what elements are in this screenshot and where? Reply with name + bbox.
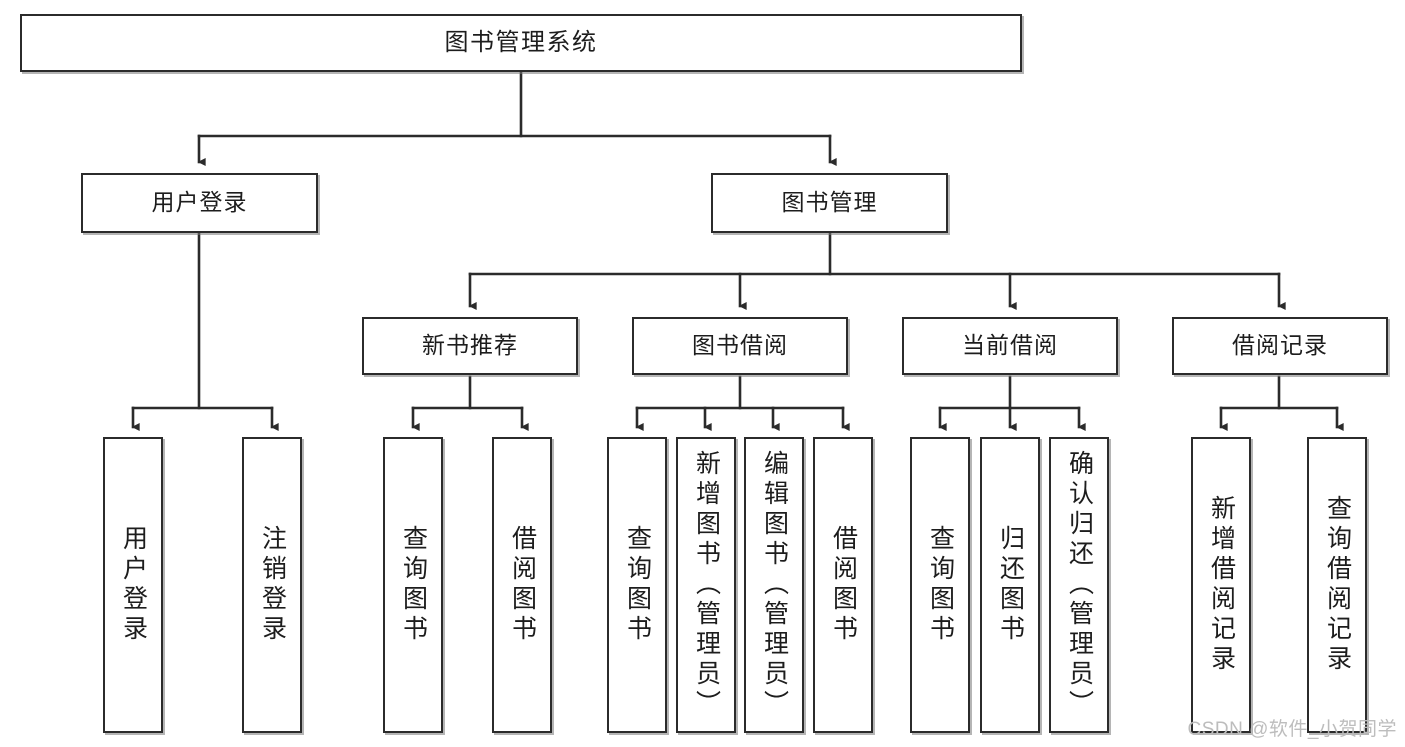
node-label: 查询图书 xyxy=(623,525,652,645)
node-label: 确认归还（管理员） xyxy=(1065,450,1094,720)
node-label: 注销登录 xyxy=(258,525,287,645)
leaf-borrow-book-borrowing[interactable]: 借阅图书 xyxy=(813,437,873,733)
node-borrowing-record[interactable]: 借阅记录 xyxy=(1172,317,1388,375)
node-label: 借阅图书 xyxy=(508,525,537,645)
leaf-borrow-book-recommendation[interactable]: 借阅图书 xyxy=(492,437,552,733)
node-label: 当前借阅 xyxy=(962,332,1058,359)
node-label: 归还图书 xyxy=(996,525,1025,645)
leaf-query-book-current[interactable]: 查询图书 xyxy=(910,437,970,733)
node-label: 图书管理系统 xyxy=(444,28,598,56)
node-label: 新书推荐 xyxy=(422,332,518,359)
node-label: 用户登录 xyxy=(119,525,148,645)
leaf-query-book-borrowing[interactable]: 查询图书 xyxy=(607,437,667,733)
node-label: 新增借阅记录 xyxy=(1207,495,1236,675)
leaf-add-borrowing-record[interactable]: 新增借阅记录 xyxy=(1191,437,1251,733)
node-label: 新增图书（管理员） xyxy=(692,450,721,720)
node-label: 借阅图书 xyxy=(829,525,858,645)
node-root-book-management-system[interactable]: 图书管理系统 xyxy=(20,14,1022,72)
node-label: 用户登录 xyxy=(151,189,248,216)
node-label: 编辑图书（管理员） xyxy=(760,450,789,720)
node-current-borrowing[interactable]: 当前借阅 xyxy=(902,317,1118,375)
node-user-login[interactable]: 用户登录 xyxy=(81,173,318,233)
node-book-management[interactable]: 图书管理 xyxy=(711,173,948,233)
leaf-query-borrowing-record[interactable]: 查询借阅记录 xyxy=(1307,437,1367,733)
node-label: 查询图书 xyxy=(399,525,428,645)
node-label: 查询图书 xyxy=(926,525,955,645)
node-new-book-recommendation[interactable]: 新书推荐 xyxy=(362,317,578,375)
leaf-logout[interactable]: 注销登录 xyxy=(242,437,302,733)
node-label: 图书管理 xyxy=(781,189,878,216)
node-label: 借阅记录 xyxy=(1232,332,1328,359)
leaf-return-book[interactable]: 归还图书 xyxy=(980,437,1040,733)
leaf-edit-book-admin[interactable]: 编辑图书（管理员） xyxy=(744,437,804,733)
leaf-query-book-recommendation[interactable]: 查询图书 xyxy=(383,437,443,733)
node-book-borrowing[interactable]: 图书借阅 xyxy=(632,317,848,375)
leaf-user-login[interactable]: 用户登录 xyxy=(103,437,163,733)
watermark: CSDN @软件_小贺同学 xyxy=(1187,719,1397,740)
node-label: 查询借阅记录 xyxy=(1323,495,1352,675)
leaf-confirm-return-admin[interactable]: 确认归还（管理员） xyxy=(1049,437,1109,733)
node-label: 图书借阅 xyxy=(692,332,788,359)
leaf-add-book-admin[interactable]: 新增图书（管理员） xyxy=(676,437,736,733)
